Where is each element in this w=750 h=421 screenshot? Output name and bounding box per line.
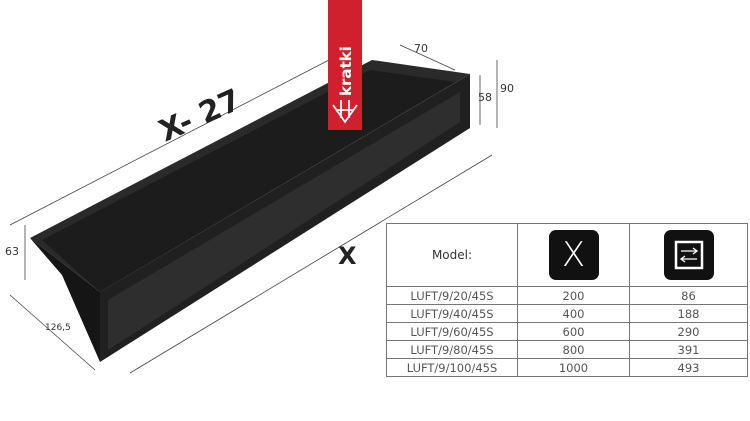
box-left-end — [30, 238, 100, 362]
inner-height-dimension: 58 — [478, 91, 492, 104]
front-length-dimension: X — [338, 242, 357, 270]
box-front-opening — [108, 92, 460, 350]
kratki-logo: kratki — [328, 0, 362, 130]
depth-dimension: 126,5 — [45, 323, 71, 333]
top-width-dimension: 70 — [414, 42, 428, 55]
dimension-lines — [9, 44, 498, 374]
table-header: Model: X — [386, 223, 748, 287]
model-header: Model: — [386, 223, 518, 287]
area-arrows-icon — [663, 230, 714, 280]
svg-text:kratki: kratki — [337, 46, 355, 96]
x-length-icon: X — [548, 230, 599, 280]
height-left-dimension: 63 — [5, 245, 19, 258]
outer-height-dimension: 90 — [500, 82, 514, 95]
